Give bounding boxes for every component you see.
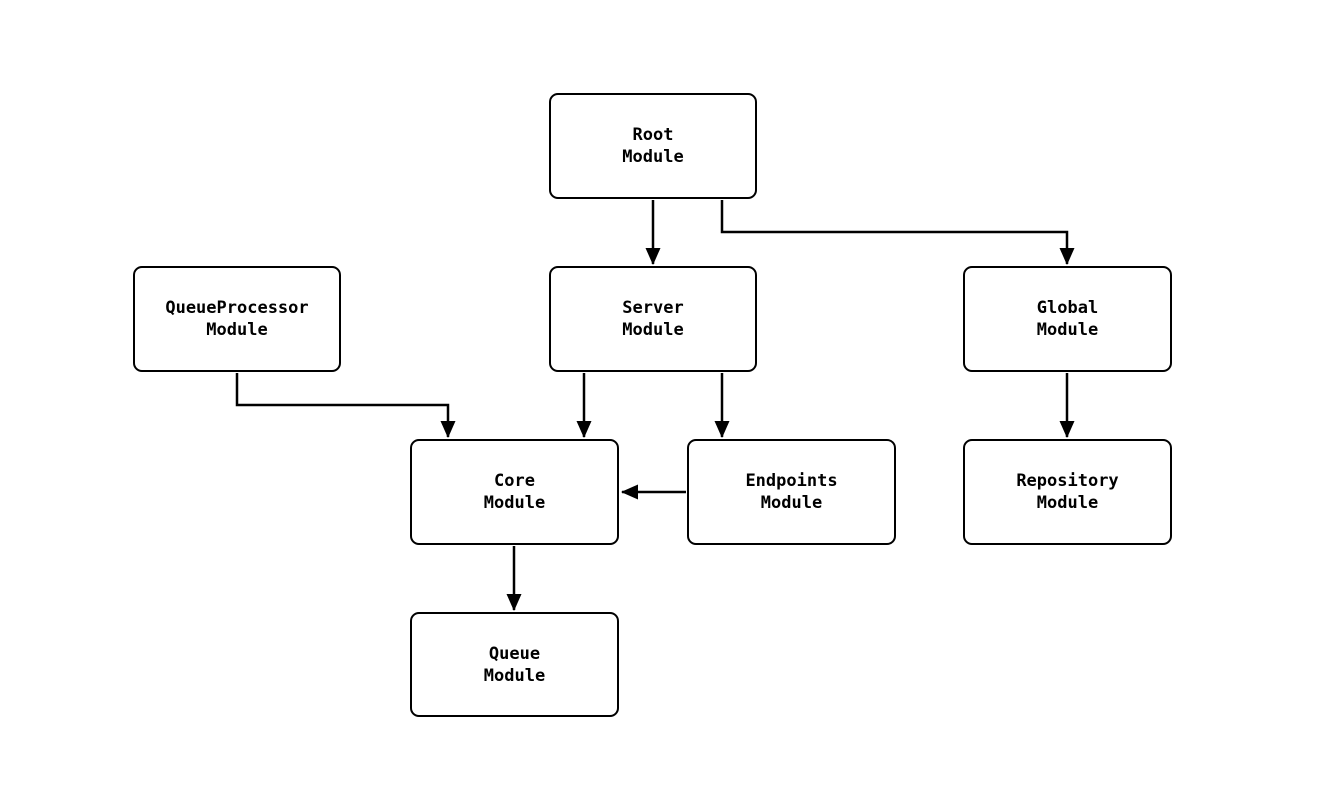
node-label-line1: Repository [1016, 471, 1119, 491]
edge-queueprocessor-module-to-core-module [235, 373, 456, 438]
node-label-line2: Module [760, 493, 823, 513]
node-label-line1: Server [622, 298, 684, 318]
node-label-line2: Module [622, 320, 684, 340]
node-label-line2: Module [1036, 493, 1099, 513]
node-label-line2: Module [1036, 320, 1099, 340]
node-label-line2: Module [206, 320, 268, 340]
node-label-line1: Endpoints [745, 471, 838, 491]
node-label-line2: Module [483, 493, 546, 513]
node-label-line1: Global [1036, 298, 1099, 318]
node-label-line1: Queue [488, 643, 541, 664]
edge-group [235, 200, 1075, 611]
node-label-line2: Module [622, 147, 684, 167]
node-label-line1: QueueProcessor [165, 298, 309, 318]
edge-root-module-to-global-module [720, 200, 1075, 265]
node-label-line1: Core [494, 471, 535, 491]
node-label-line1: Root [632, 125, 674, 145]
node-label-line2: Module [483, 665, 546, 686]
